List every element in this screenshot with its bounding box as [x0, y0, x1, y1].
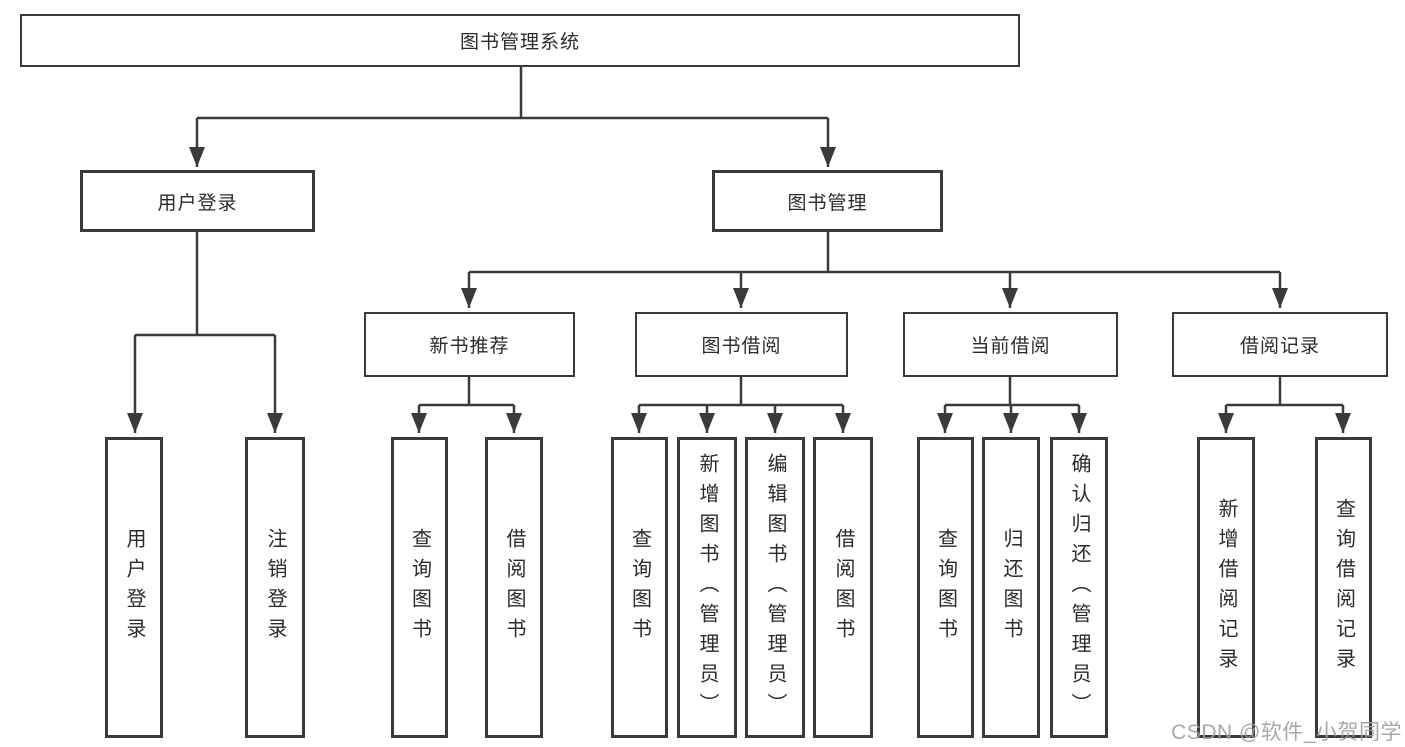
- group-new-book-recommendation-label: 新书推荐: [429, 336, 510, 357]
- leaf-query-books-borrowing-label: 查询图书: [628, 527, 651, 648]
- group-book-borrowing-label: 图书借阅: [701, 336, 782, 357]
- group-book-borrowing: 图书借阅: [635, 312, 848, 377]
- root-node-label: 图书管理系统: [459, 32, 580, 53]
- leaf-add-borrow-record: 新增借阅记录: [1197, 437, 1255, 738]
- leaf-add-book-admin: 新增图书（管理员）: [677, 437, 737, 738]
- leaf-logout-label: 注销登录: [264, 527, 286, 648]
- branch-book-management-label: 图书管理: [787, 192, 868, 214]
- leaf-query-books-recommend: 查询图书: [391, 437, 448, 738]
- leaf-query-books-borrowing: 查询图书: [611, 437, 668, 738]
- group-current-borrowing: 当前借阅: [903, 312, 1118, 377]
- leaf-confirm-return-admin: 确认归还（管理员）: [1050, 437, 1108, 738]
- connector-rails: [135, 67, 1343, 407]
- leaf-return-book-label: 归还图书: [1000, 527, 1022, 648]
- branch-user-login: 用户登录: [80, 170, 315, 232]
- group-borrowing-records-label: 借阅记录: [1239, 336, 1320, 357]
- leaf-query-books-recommend-label: 查询图书: [408, 527, 431, 648]
- leaf-return-book: 归还图书: [982, 437, 1040, 738]
- branch-user-login-label: 用户登录: [157, 192, 238, 214]
- leaf-query-borrow-record: 查询借阅记录: [1315, 437, 1372, 738]
- group-new-book-recommendation: 新书推荐: [364, 312, 575, 377]
- leaf-confirm-return-admin-label: 确认归还（管理员）: [1068, 452, 1090, 723]
- root-node: 图书管理系统: [20, 14, 1020, 67]
- leaf-logout: 注销登录: [245, 437, 305, 738]
- csdn-watermark: CSDN @软件_小贺同学: [1171, 721, 1402, 744]
- leaf-query-borrow-record-label: 查询借阅记录: [1332, 497, 1355, 678]
- leaf-borrow-books-recommend: 借阅图书: [485, 437, 543, 738]
- group-borrowing-records: 借阅记录: [1172, 312, 1388, 377]
- leaf-query-books-current-label: 查询图书: [934, 527, 957, 648]
- leaf-add-book-admin-label: 新增图书（管理员）: [696, 452, 718, 723]
- leaf-edit-book-admin-label: 编辑图书（管理员）: [764, 452, 786, 723]
- leaf-query-books-current: 查询图书: [917, 437, 974, 738]
- branch-book-management: 图书管理: [712, 170, 943, 232]
- group-current-borrowing-label: 当前借阅: [970, 336, 1051, 357]
- leaf-edit-book-admin: 编辑图书（管理员）: [745, 437, 805, 738]
- leaf-user-login-label: 用户登录: [123, 527, 145, 648]
- leaf-add-borrow-record-label: 新增借阅记录: [1215, 497, 1237, 678]
- leaf-user-login: 用户登录: [105, 437, 163, 738]
- leaf-borrow-books-label: 借阅图书: [832, 527, 854, 648]
- leaf-borrow-books-recommend-label: 借阅图书: [503, 527, 525, 648]
- leaf-borrow-books: 借阅图书: [813, 437, 873, 738]
